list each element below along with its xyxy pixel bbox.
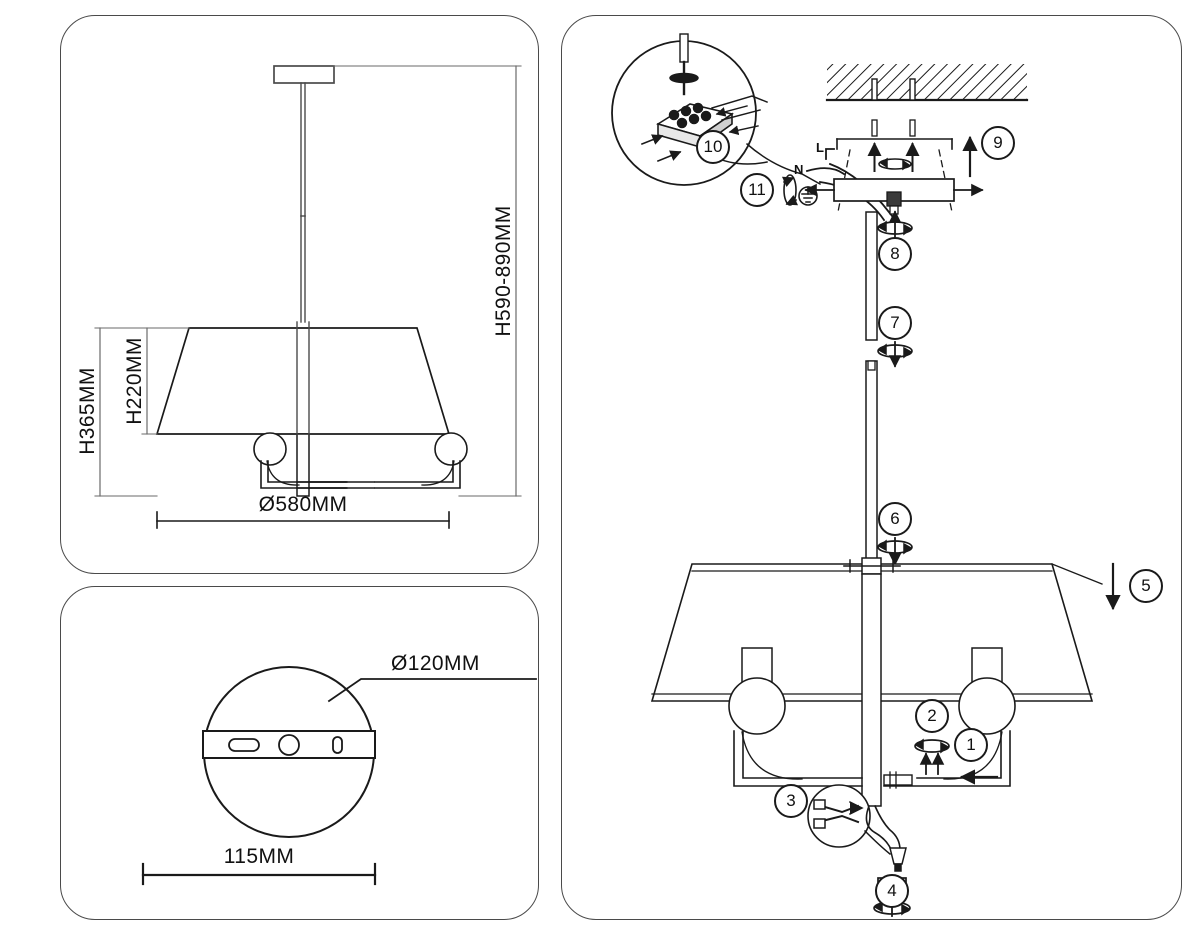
suspension-rod-lower	[865, 360, 878, 560]
shade-top-fitting	[843, 557, 901, 575]
bracket-center-hole	[278, 734, 300, 756]
mains-wire-neutral	[805, 167, 846, 176]
callout-circle-2	[915, 699, 949, 733]
bracket-slot-hole	[228, 738, 260, 752]
callout-label-3: 3	[786, 791, 796, 810]
callout-circle-3	[774, 784, 808, 818]
callout-circle-5	[1129, 569, 1163, 603]
dim-label-shade-diameter: Ø580MM	[258, 493, 348, 516]
ceiling-canopy-plate	[273, 65, 335, 84]
mounting-screws	[867, 119, 920, 172]
leader-line-canopy-diameter	[327, 678, 537, 703]
assembly-center-stem	[861, 573, 882, 807]
dim-label-overall-drop: H590-890MM	[492, 205, 515, 337]
callout-circle-8	[878, 237, 912, 271]
wire-plug	[889, 847, 907, 872]
dim-label-bracket-width: 115MM	[223, 845, 295, 868]
threaded-nipple	[886, 191, 902, 215]
rotate-icon-7	[877, 341, 913, 368]
center-stem	[296, 433, 310, 497]
lamp-wires	[865, 804, 894, 854]
wire-label-live: L	[816, 140, 824, 155]
callout-circle-1	[954, 728, 988, 762]
callout-circle-11	[740, 173, 774, 207]
rotate-icon-8	[877, 210, 913, 239]
callout-label-10: 10	[703, 137, 723, 156]
bulb-left	[253, 432, 287, 466]
wire-connector-icon	[813, 799, 864, 829]
dim-label-fixture-height: H365MM	[76, 367, 99, 455]
bulb-right	[434, 432, 468, 466]
callout-circle-4	[875, 874, 909, 908]
callout-label-6: 6	[890, 509, 900, 528]
screwdriver-icon	[669, 33, 699, 96]
assembly-drawing	[611, 33, 1163, 917]
callout-circle-9	[981, 126, 1015, 160]
lamp-shade	[155, 327, 451, 435]
callout-circle-10	[696, 130, 730, 164]
rotate-icon-2	[914, 738, 950, 775]
detail-bubble-leader	[745, 142, 822, 186]
wire-label-neutral: N	[794, 162, 804, 177]
canopy-drawing	[141, 666, 537, 886]
crossbar-clip	[883, 771, 913, 789]
cover-ring-11	[781, 174, 799, 206]
suspension-rod-upper	[865, 211, 878, 341]
ceiling-anchor-right	[909, 78, 916, 101]
callout-label-8: 8	[890, 244, 900, 263]
callout-label-2: 2	[927, 706, 937, 725]
callout-label-1: 1	[966, 735, 976, 754]
callout-circle-7	[878, 306, 912, 340]
callout-circle-6	[878, 502, 912, 536]
callout-label-5: 5	[1141, 576, 1151, 595]
ceiling-anchor-left	[871, 78, 878, 101]
callout-label-7: 7	[890, 313, 900, 332]
ceiling-hatch	[827, 64, 1027, 100]
panel-ceiling-canopy: Ø120MM 115MM	[60, 586, 539, 920]
assembly-bulb-left	[728, 677, 786, 735]
rotate-icon-6	[877, 537, 913, 566]
rotate-icon-plate	[878, 157, 912, 171]
callout-label-11: 11	[748, 180, 766, 199]
panel-assembly-steps: 10 9 11 8 7 6 5 2 1 3 4 N L	[561, 15, 1182, 920]
callout-label-9: 9	[993, 133, 1003, 152]
dim-label-canopy-diameter: Ø120MM	[391, 652, 480, 675]
callout-label-4: 4	[887, 881, 897, 900]
bracket-small-hole	[332, 736, 343, 754]
assembly-bulb-right	[958, 677, 1016, 735]
dim-label-shade-height: H220MM	[123, 337, 146, 425]
panel-product-dimensions: H590-890MM H365MM H220MM Ø580MM	[60, 15, 539, 574]
dimensions-drawing	[94, 65, 522, 529]
